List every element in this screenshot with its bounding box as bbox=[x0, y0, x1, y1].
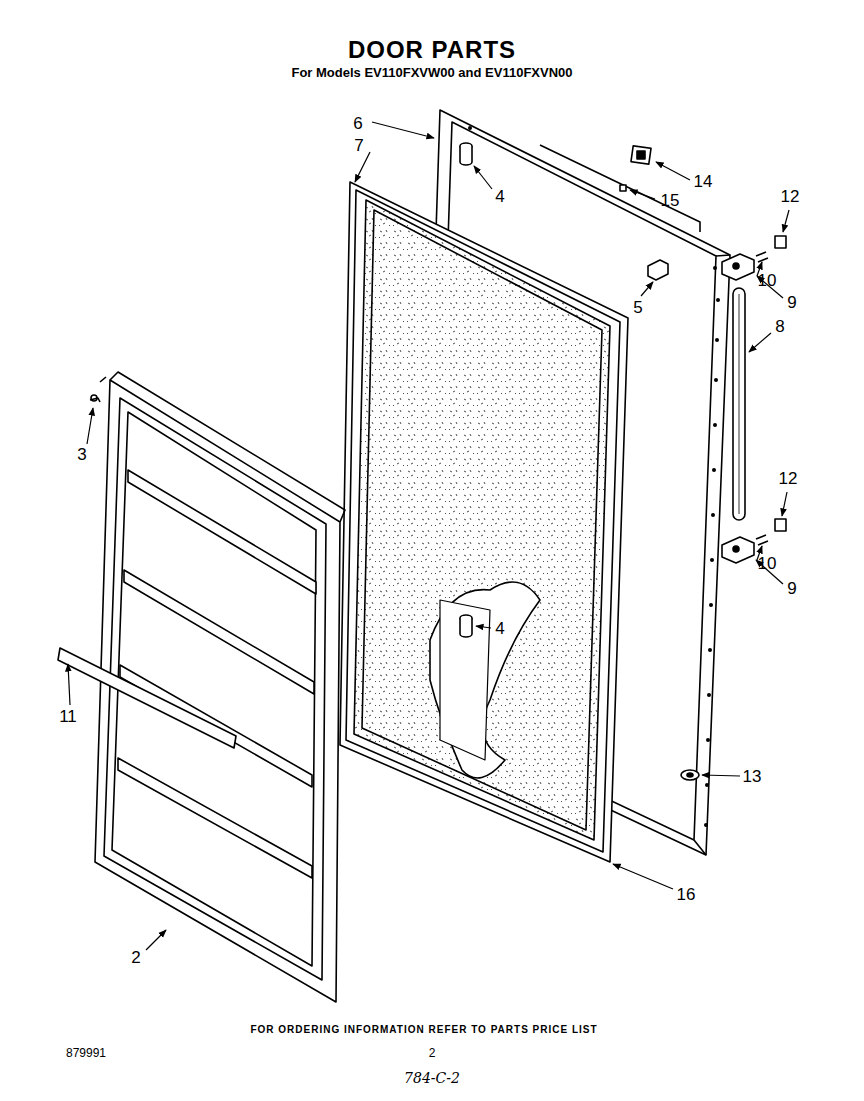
callout-number: 12 bbox=[779, 470, 798, 489]
drawing-number: 879991 bbox=[66, 1047, 106, 1060]
page-number: 2 bbox=[429, 1047, 436, 1060]
callout-number: 9 bbox=[787, 294, 796, 313]
handwritten-code: 784-C-2 bbox=[404, 1071, 460, 1086]
callout-number: 4 bbox=[495, 620, 504, 639]
handle-part bbox=[58, 648, 236, 748]
door-gasket bbox=[340, 182, 628, 862]
callout-number: 13 bbox=[743, 768, 762, 787]
callout-number: 8 bbox=[775, 318, 784, 337]
callout-number: 10 bbox=[758, 272, 777, 291]
callout-number: 7 bbox=[354, 137, 363, 156]
callout-number: 4 bbox=[495, 188, 504, 207]
footer-note: FOR ORDERING INFORMATION REFER TO PARTS … bbox=[250, 1024, 597, 1035]
bracket-part bbox=[648, 260, 668, 280]
model-subtitle: For Models EV110FXVW00 and EV110FXVN00 bbox=[291, 66, 572, 80]
diagram-title: DOOR PARTS bbox=[348, 37, 516, 63]
callout-number: 16 bbox=[677, 886, 696, 905]
callout-number: 14 bbox=[694, 173, 713, 192]
leader-line bbox=[68, 122, 789, 950]
callout-number: 6 bbox=[353, 115, 362, 134]
spacer-part bbox=[460, 143, 472, 637]
callout-number: 12 bbox=[781, 188, 800, 207]
callout-number: 10 bbox=[758, 555, 777, 574]
hinge-part bbox=[722, 236, 786, 563]
washer-part bbox=[681, 770, 699, 780]
callout-number: 5 bbox=[633, 299, 642, 318]
bracket-part bbox=[631, 146, 651, 164]
callout-number: 9 bbox=[787, 580, 796, 599]
callout-number: 11 bbox=[59, 708, 77, 727]
callout-number: 2 bbox=[131, 949, 140, 968]
callout-number: 3 bbox=[77, 446, 86, 465]
callout-number: 15 bbox=[661, 192, 680, 211]
